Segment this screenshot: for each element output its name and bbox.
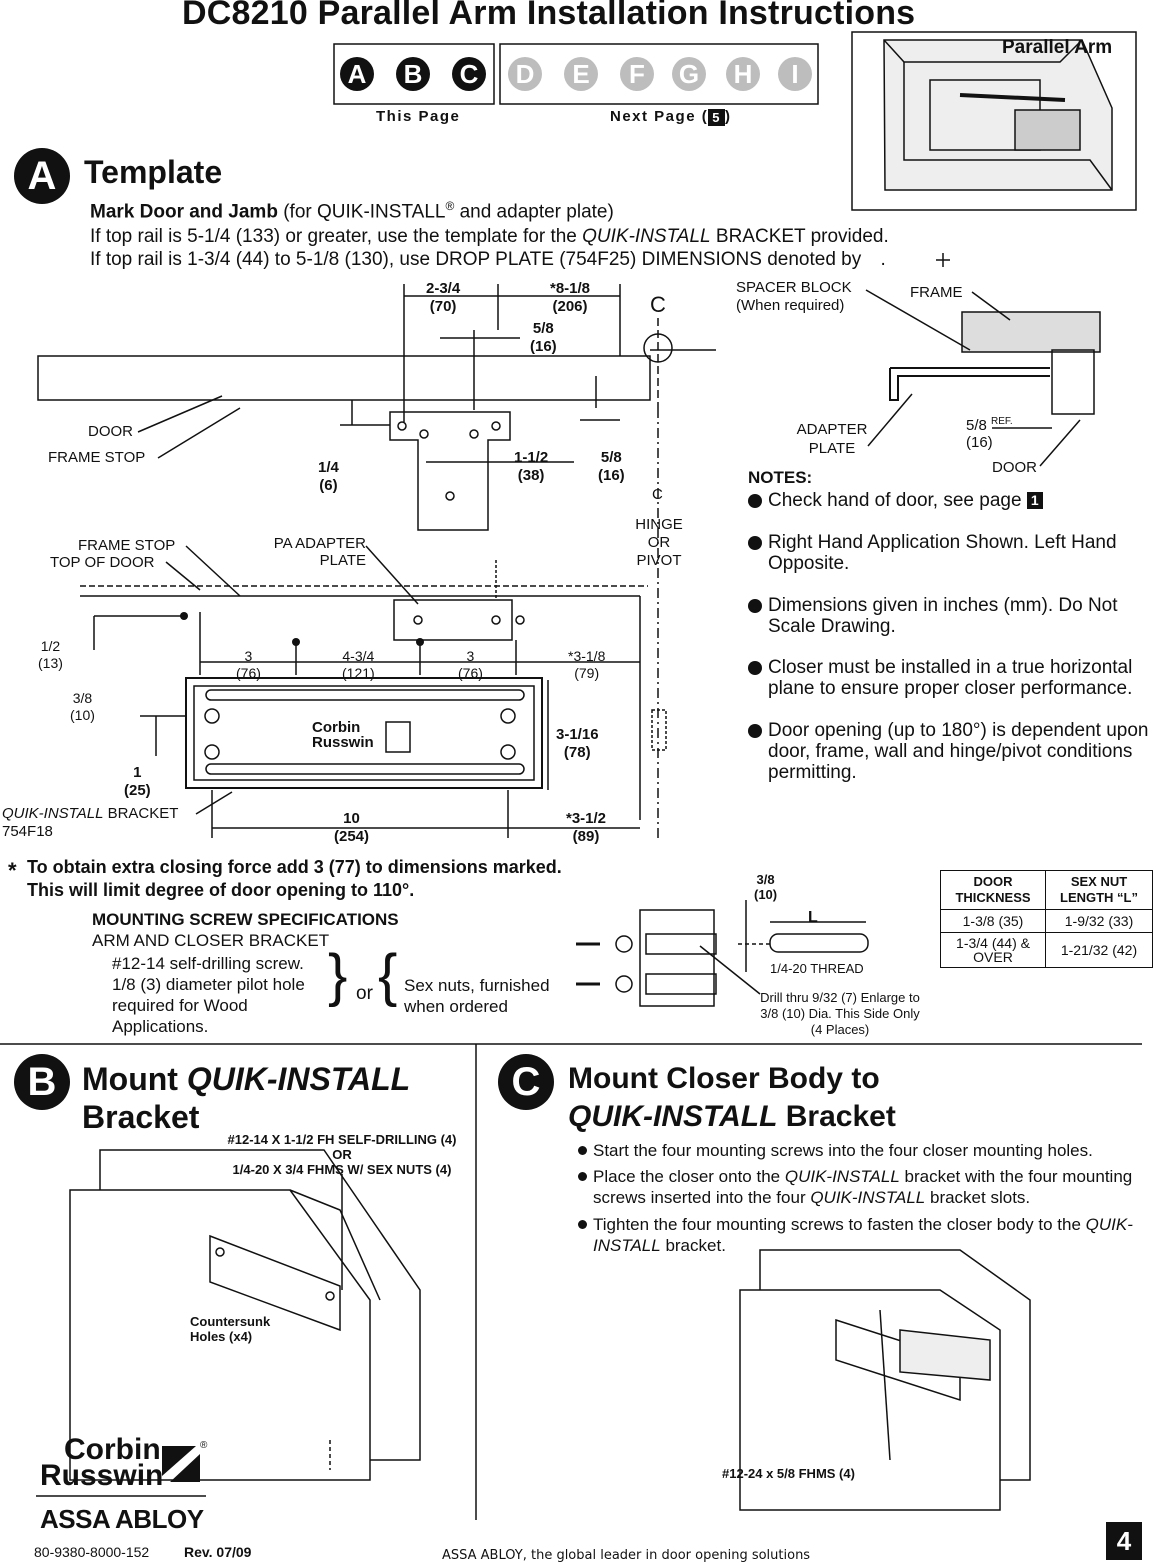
label-top-of-door: TOP OF DOOR [50,554,155,571]
mounting-sub: ARM AND CLOSER BRACKET [92,931,330,950]
step-i[interactable]: I [778,57,812,91]
note-check-hand: Check hand of door, see page 1 [748,490,1165,511]
dim-5-8-b: 5/8(16) [598,449,625,484]
this-page-label: This Page [376,108,461,125]
dim-detail-5-8: 5/8 REF.(16) [966,416,1013,451]
section-a-subtitle: Mark Door and Jamb (for QUIK-INSTALL® an… [90,199,614,223]
section-c-callout: #12-24 x 5/8 FHMS (4) [722,1466,855,1481]
step-g[interactable]: G [672,57,706,91]
dim-3-1-2: *3-1/2(89) [566,810,607,845]
asterisk-mark: * [8,858,17,883]
label-thread: 1/4-20 THREAD [770,961,864,976]
dim-3-b: 3(76) [458,648,483,681]
table-header-thickness: DOOR THICKNESS [940,870,1046,910]
label-detail-door: DOOR [992,459,1037,476]
dim-3-a: 3(76) [236,648,261,681]
parallel-arm-label: Parallel Arm [1002,37,1113,58]
label-l: L [808,909,818,926]
dim-1-4: 1/4(6) [318,459,339,494]
section-b-title: Mount QUIK-INSTALL Bracket [82,1061,411,1135]
dim-5-8-a: 5/8(16) [530,320,557,355]
note-right-hand: Right Hand Application Shown. Left Hand … [748,532,1165,574]
step-h[interactable]: H [726,57,760,91]
note-dimensions: Dimensions given in inches (mm). Do Not … [748,595,1165,637]
sex-nut-table: DOOR THICKNESS SEX NUT LENGTH “L” 1-3/8 … [940,870,1153,968]
label-frame: FRAME [910,284,963,301]
section-a-title: Template [84,154,223,190]
centerline-hinge: C [652,486,663,503]
next-page-badge[interactable]: 5 [708,108,725,126]
table-row: 1-3/8 (35) 1-9/32 (33) [940,909,1153,933]
brace-left: { [378,943,398,1008]
step-b[interactable]: B [396,57,430,91]
dim-4-3-4: 4-3/4(121) [342,648,375,681]
next-page-label: Next Page (5) [610,108,732,126]
page-ref-badge[interactable]: 1 [1026,492,1043,510]
corbin-logo-line2: Russwin [40,1459,164,1492]
dim-1-1-2: 1-1/2(38) [514,449,549,484]
label-door: DOOR [88,423,133,440]
centerline-top: C [650,292,666,317]
step-c-bullet-3: Tighten the four mounting screws to fast… [578,1214,1158,1256]
step-e[interactable]: E [564,57,598,91]
mounting-screw-spec: #12-14 self-drilling screw.1/8 (3) diame… [112,954,305,1036]
dim-2-3-4: 2-3/4(70) [426,280,461,315]
mounting-heading: MOUNTING SCREW SPECIFICATIONS [92,910,399,929]
note-horizontal: Closer must be installed in a true horiz… [748,657,1165,699]
step-d[interactable]: D [508,57,542,91]
extra-force-note: To obtain extra closing force add 3 (77)… [27,857,562,900]
table-header-length: SEX NUT LENGTH “L” [1045,870,1153,910]
label-frame-stop-2: FRAME STOP [78,537,176,554]
registered-mark: ® [200,1440,208,1451]
dim-3-1-16: 3-1/16(78) [556,726,599,761]
table-row: 1-3/4 (44) & OVER 1-21/32 (42) [940,932,1153,968]
section-c-badge: C [498,1054,554,1110]
label-quik-install-bracket: QUIK-INSTALL BRACKET 754F18 [2,805,179,840]
dim-1-2: 1/2(13) [38,638,63,671]
page-number: 4 [1106,1522,1142,1560]
note-door-opening: Door opening (up to 180°) is dependent u… [748,720,1165,783]
table-cell: 1-3/4 (44) & OVER [940,932,1046,968]
mounting-or: or [356,983,373,1004]
assa-abloy-logo: ASSA ABLOY [40,1504,204,1534]
page-title: DC8210 Parallel Arm Installation Instruc… [182,0,916,32]
dim-10: 10(254) [334,810,370,845]
table-cell: 1-3/8 (35) [940,909,1046,933]
table-cell: 1-9/32 (33) [1045,909,1153,933]
step-c[interactable]: C [452,57,486,91]
label-spacer-block: SPACER BLOCK(When required) [736,279,852,314]
step-f[interactable]: F [620,57,654,91]
table-cell: 1-21/32 (42) [1045,932,1153,968]
brace-right: } [328,943,348,1008]
section-c-title: Mount Closer Body to QUIK-INSTALL Bracke… [568,1062,896,1133]
revision: Rev. 07/09 [184,1544,252,1560]
corbin-logo-line1: Corbin [64,1433,161,1466]
doc-number: 80-9380-8000-152 [34,1544,150,1560]
step-a[interactable]: A [340,57,374,91]
dim-3-1-8: *3-1/8(79) [568,648,606,681]
dim-8-1-8: *8-1/8(206) [550,280,591,315]
template-line-2: If top rail is 1-3/4 (44) to 5-1/8 (130)… [90,249,886,270]
dim-mount-3-8: 3/8(10) [754,872,778,902]
section-a-badge: A [14,148,70,204]
footer-tagline: ASSA ABLOY, the global leader in door op… [442,1548,811,1563]
dim-3-8: 3/8(10) [70,690,95,723]
step-c-bullet-2: Place the closer onto the QUIK-INSTALL b… [578,1166,1158,1208]
notes-heading: NOTES: [748,468,813,487]
section-b-badge: B [14,1054,70,1110]
label-frame-stop: FRAME STOP [48,449,146,466]
template-line-1: If top rail is 5-1/4 (133) or greater, u… [90,226,889,247]
dim-1: 1(25) [124,764,151,799]
step-c-bullet-1: Start the four mounting screws into the … [578,1140,1158,1161]
